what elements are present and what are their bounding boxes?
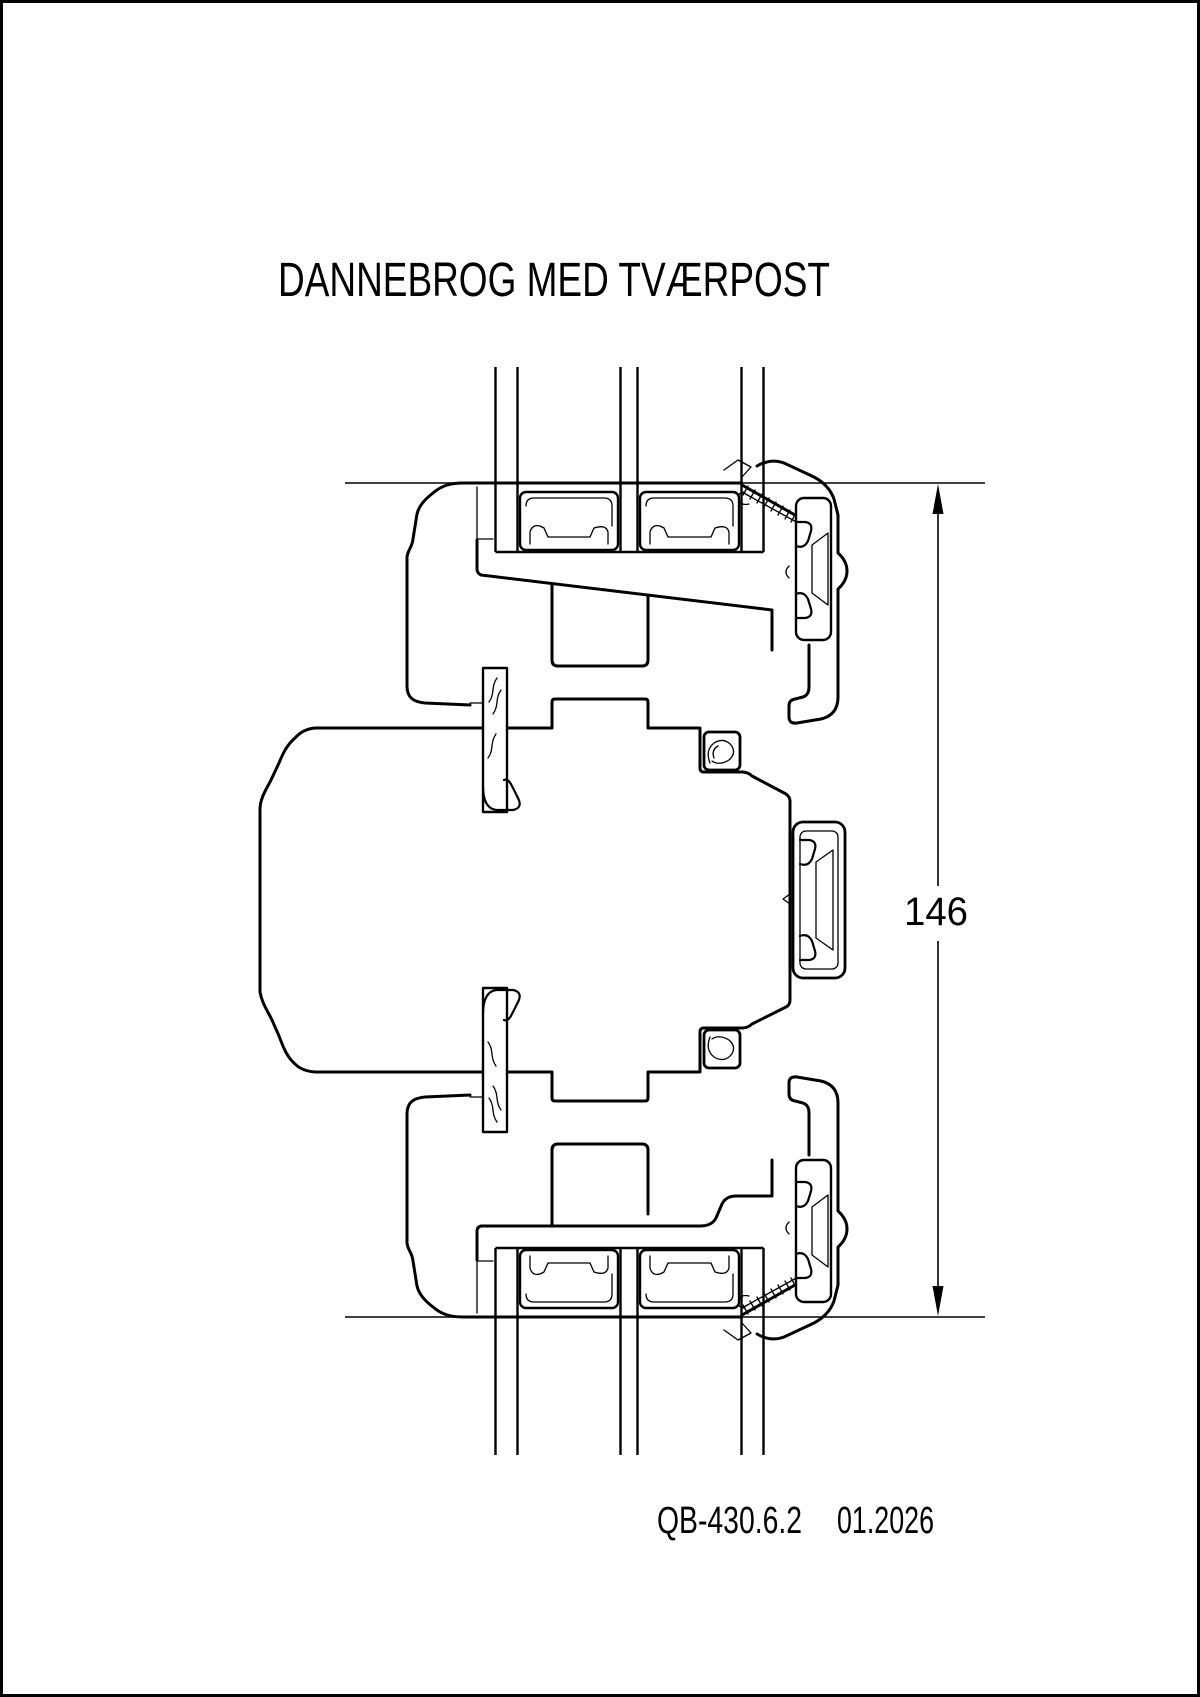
lower-spacer-right xyxy=(638,1248,741,1310)
upper-parting-strip xyxy=(481,666,521,814)
lower-parting-strip xyxy=(481,986,521,1134)
upper-glazing-unit xyxy=(494,367,765,554)
lower-sash-tongue xyxy=(550,1142,650,1228)
upper-spacer-right xyxy=(638,490,741,552)
upper-bead-pocket xyxy=(702,730,742,772)
dimension-value: 146 xyxy=(904,890,968,934)
lower-bead-pocket xyxy=(702,1028,742,1070)
doc-code: QB-430.6.2 xyxy=(657,1500,802,1542)
lower-weatherstrip xyxy=(723,1275,804,1341)
dimension-arrow-down xyxy=(932,1286,944,1316)
dimension: 146 xyxy=(345,482,985,1318)
middle-gasket-profile xyxy=(782,820,847,980)
upper-sash-profile xyxy=(405,459,804,707)
lower-glazing-unit xyxy=(494,1246,765,1455)
upper-sash-tongue xyxy=(550,582,650,668)
page-title: DANNEBROG MED TVÆRPOST xyxy=(278,254,830,307)
upper-spacer-left xyxy=(518,490,620,552)
lower-sash-profile xyxy=(405,1093,804,1341)
doc-date: 01.2026 xyxy=(837,1500,934,1542)
transom-profile xyxy=(258,697,792,1103)
lower-spacer-left xyxy=(518,1248,620,1310)
dimension-arrow-up xyxy=(932,484,944,514)
upper-weatherstrip xyxy=(723,459,804,525)
